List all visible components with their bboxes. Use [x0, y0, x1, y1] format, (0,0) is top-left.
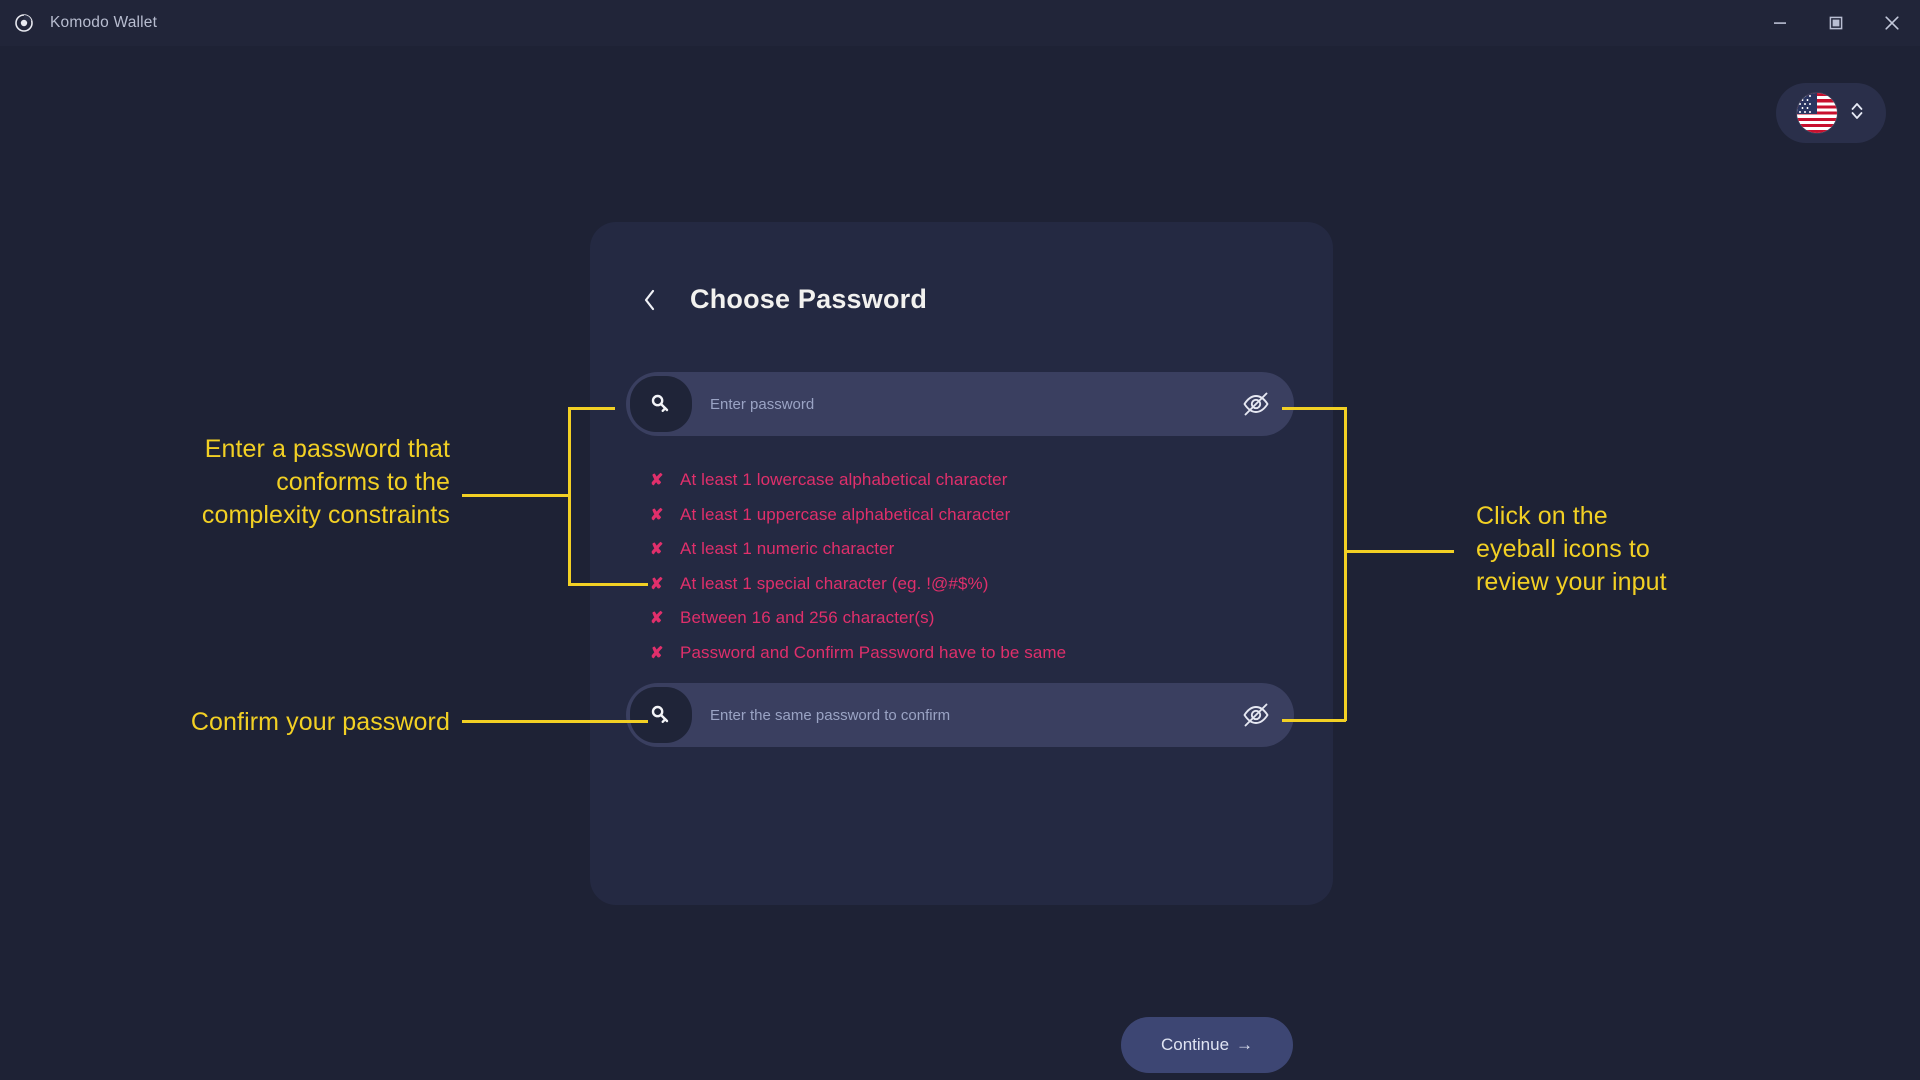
- rule-label: At least 1 uppercase alphabetical charac…: [680, 504, 1011, 524]
- password-input[interactable]: [710, 395, 1226, 413]
- rule-label: At least 1 numeric character: [680, 539, 895, 559]
- cross-icon: ✘: [650, 610, 664, 628]
- rule-label: At least 1 lowercase alphabetical charac…: [680, 470, 1008, 490]
- rule-item: ✘ At least 1 uppercase alphabetical char…: [650, 498, 1270, 533]
- chevron-left-icon[interactable]: [642, 287, 660, 313]
- cross-icon: ✘: [650, 506, 664, 524]
- rule-item: ✘ Password and Confirm Password have to …: [650, 636, 1270, 671]
- annotation-line: [462, 720, 648, 723]
- password-rules-list: ✘ At least 1 lowercase alphabetical char…: [650, 463, 1270, 670]
- app-title: Komodo Wallet: [50, 14, 158, 31]
- continue-button[interactable]: Continue →: [1121, 1017, 1293, 1073]
- card-header: Choose Password: [642, 284, 927, 315]
- cross-icon: ✘: [650, 575, 664, 593]
- annotation-confirm-password: Confirm your password: [190, 708, 450, 736]
- rule-item: ✘ At least 1 lowercase alphabetical char…: [650, 463, 1270, 498]
- password-field-row: [626, 372, 1294, 436]
- cross-icon: ✘: [650, 472, 664, 490]
- annotation-line: [1282, 407, 1346, 410]
- window-controls: [1752, 0, 1920, 46]
- rule-item: ✘ At least 1 special character (eg. !@#$…: [650, 567, 1270, 602]
- rule-item: ✘ At least 1 numeric character: [650, 532, 1270, 567]
- language-selector[interactable]: [1776, 83, 1886, 143]
- annotation-password-complexity: Enter a password that conforms to the co…: [201, 435, 450, 529]
- cross-icon: ✘: [650, 541, 664, 559]
- eye-off-icon[interactable]: [1226, 374, 1286, 434]
- arrow-right-icon: →: [1236, 1035, 1254, 1054]
- close-icon[interactable]: [1864, 0, 1920, 46]
- us-flag-icon: [1797, 93, 1837, 133]
- annotation-line: [1344, 407, 1347, 721]
- chevron-up-down-icon: [1849, 99, 1865, 128]
- maximize-icon[interactable]: [1808, 0, 1864, 46]
- rule-item: ✘ Between 16 and 256 character(s): [650, 601, 1270, 636]
- annotation-line: [1282, 719, 1346, 722]
- annotation-line: [568, 407, 615, 410]
- rule-label: Password and Confirm Password have to be…: [680, 642, 1067, 662]
- key-icon: [630, 376, 692, 432]
- choose-password-card: Choose Password: [590, 222, 1333, 1073]
- key-icon: [630, 687, 692, 743]
- eye-off-icon[interactable]: [1226, 685, 1286, 745]
- title-bar: Komodo Wallet: [0, 0, 1920, 46]
- rule-label: At least 1 special character (eg. !@#$%): [680, 573, 989, 593]
- annotation-line: [462, 494, 570, 497]
- komodo-logo-icon: [14, 13, 34, 33]
- minimize-icon[interactable]: [1752, 0, 1808, 46]
- continue-label: Continue: [1160, 1035, 1230, 1054]
- cross-icon: ✘: [650, 644, 664, 662]
- annotation-eyeball-icons: Click on the eyeball icons to review you…: [1476, 502, 1667, 596]
- confirm-password-field-row: [626, 683, 1294, 747]
- rule-label: Between 16 and 256 character(s): [680, 608, 935, 628]
- page-title: Choose Password: [690, 284, 928, 314]
- annotation-line: [568, 583, 648, 586]
- confirm-password-input[interactable]: [710, 706, 1226, 724]
- annotation-line: [1344, 550, 1454, 553]
